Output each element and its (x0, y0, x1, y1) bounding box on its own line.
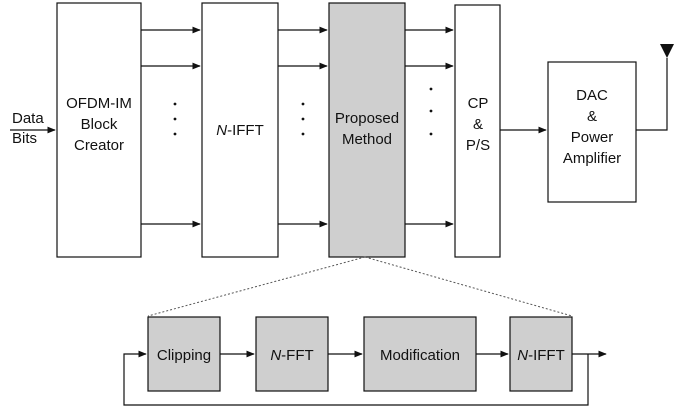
n-ifft-block: N-IFFT (201, 2, 279, 258)
cp-amp-label: & (473, 116, 483, 133)
clipping-label: Clipping (157, 347, 211, 364)
detail-n-ifft-block: N-IFFT (509, 316, 573, 392)
n-fft-block: N-FFT (255, 316, 329, 392)
data-bits-line-2: Bits (12, 130, 37, 147)
dac-label-4: Amplifier (563, 150, 621, 167)
dac-power-amplifier-block: DAC & Power Amplifier (547, 61, 637, 203)
cp-ps-block: CP & P/S (454, 4, 501, 258)
dac-label-3: Power (571, 129, 614, 146)
arrows-ofdm-to-ifft (141, 26, 201, 228)
ofdm-im-block-creator: OFDM-IM Block Creator (56, 2, 142, 258)
data-bits-line-1: Data (12, 110, 44, 127)
ofdm-im-label-3: Creator (74, 137, 124, 154)
dac-label-1: DAC (576, 87, 608, 104)
arrows-ifft-to-proposed (278, 26, 328, 228)
ofdm-im-label-1: OFDM-IM (66, 95, 132, 112)
arrows-proposed-to-cp (405, 26, 454, 228)
dac-label-2: & (587, 108, 597, 125)
ps-label: P/S (466, 137, 490, 154)
ofdm-im-label-2: Block (81, 116, 118, 133)
n-ifft-label: N-IFFT (216, 122, 264, 139)
proposed-label-1: Proposed (335, 110, 399, 127)
cp-label: CP (468, 95, 489, 112)
feedback-loop (123, 350, 589, 406)
clipping-block: Clipping (147, 316, 221, 392)
proposed-label-2: Method (342, 131, 392, 148)
proposed-method-block: Proposed Method (328, 2, 406, 258)
modification-label: Modification (380, 347, 460, 364)
data-bits-label: Data Bits (12, 110, 44, 147)
expansion-dashed-lines (147, 256, 573, 317)
antenna-icon (636, 44, 674, 131)
modification-block: Modification (363, 316, 477, 392)
detail-n-ifft-label: N-IFFT (517, 347, 565, 364)
n-fft-label: N-FFT (270, 347, 313, 364)
